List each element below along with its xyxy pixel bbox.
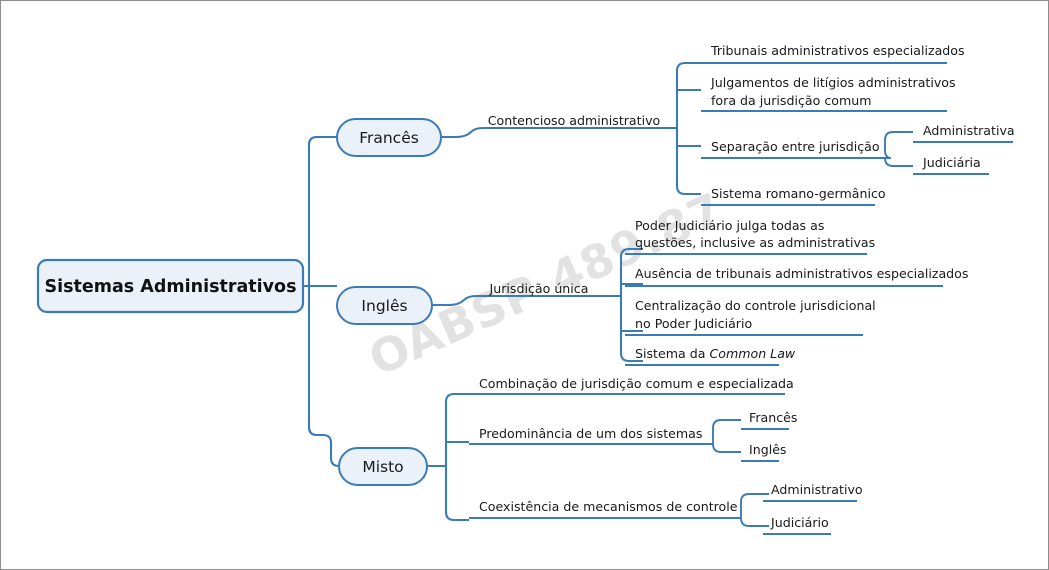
leaf-frances-3-child-2-label: Judiciária: [922, 155, 981, 170]
leaf-ingles-4[interactable]: Sistema da Common Law: [625, 346, 796, 367]
leaf-frances-2-line2: fora da jurisdição comum: [711, 93, 871, 108]
root-node[interactable]: Sistemas Administrativos: [36, 258, 305, 314]
edge-ingles-label: Jurisdição única: [489, 281, 589, 296]
leaf-frances-1[interactable]: Tribunais administrativos especializados: [701, 43, 965, 65]
leaf-frances-3-child-1[interactable]: Administrativa: [913, 123, 1015, 144]
subfork-misto-2-bottom: [712, 443, 741, 453]
subfork-misto-2-top: [712, 419, 741, 444]
leaf-frances-4-label: Sistema romano-germânico: [711, 186, 886, 201]
leaf-misto-3[interactable]: Coexistência de mecanismos de controle: [469, 499, 741, 520]
leaf-misto-2[interactable]: Predominância de um dos sistemas: [469, 426, 713, 446]
leaf-frances-3-label: Separação entre jurisdição: [711, 139, 880, 154]
root-node-label: Sistemas Administrativos: [45, 277, 297, 297]
leaf-ingles-3[interactable]: Centralização do controle jurisdicional …: [625, 298, 876, 337]
leaf-ingles-1-line1: Poder Judiciário julga todas as: [635, 218, 824, 233]
leaf-ingles-3-line2: no Poder Judiciário: [635, 316, 752, 331]
leaf-ingles-4-label: Sistema da Common Law: [635, 346, 796, 361]
trunk-branch-misto: [307, 426, 340, 468]
leaf-ingles-1-line2: questões, inclusive as administrativas: [635, 235, 875, 250]
subfork-misto-3-top: [740, 493, 769, 519]
leaf-misto-3-child-2[interactable]: Judiciário: [763, 515, 831, 536]
leaf-misto-2-child-2-label: Inglês: [749, 442, 787, 457]
fork-misto-spine: [444, 392, 469, 522]
fork-ingles-spine: [619, 247, 643, 363]
leaf-misto-3-child-1-label: Administrativo: [771, 482, 863, 497]
leaf-ingles-2[interactable]: Ausência de tribunais administrativos es…: [625, 266, 968, 288]
branch-ingles[interactable]: Inglês: [336, 286, 433, 325]
leaf-ingles-3-line1: Centralização do controle jurisdicional: [635, 298, 876, 313]
branch-frances-label: Francês: [359, 129, 419, 147]
leaf-misto-2-child-1-label: Francês: [749, 410, 797, 425]
leaf-misto-3-label: Coexistência de mecanismos de controle: [479, 499, 738, 514]
subfork-frances-3-bottom: [884, 157, 913, 167]
leaf-ingles-2-label: Ausência de tribunais administrativos es…: [635, 266, 968, 281]
branch-frances[interactable]: Francês: [336, 118, 442, 157]
leaf-frances-2-line1: Julgamentos de litígios administrativos: [710, 75, 956, 90]
leaf-misto-2-label: Predominância de um dos sistemas: [479, 426, 702, 441]
leaf-ingles-1[interactable]: Poder Judiciário julga todas as questões…: [625, 218, 875, 256]
leaf-frances-1-label: Tribunais administrativos especializados: [710, 43, 965, 58]
branch-misto-label: Misto: [362, 458, 403, 476]
edge-frances-line: [441, 126, 677, 139]
edge-frances-label: Contencioso administrativo: [488, 113, 661, 128]
leaf-misto-2-child-1[interactable]: Francês: [741, 410, 797, 431]
leaf-misto-1[interactable]: Combinação de jurisdição comum e especia…: [469, 376, 794, 396]
branch-ingles-label: Inglês: [361, 297, 407, 315]
fork-frances-spine: [675, 61, 701, 196]
leaf-misto-2-child-2[interactable]: Inglês: [741, 442, 787, 463]
subfork-misto-3-bottom: [740, 517, 769, 527]
leaf-frances-4[interactable]: Sistema romano-germânico: [701, 186, 886, 207]
leaf-ingles-4-italic: Common Law: [709, 346, 795, 361]
leaf-misto-1-label: Combinação de jurisdição comum e especia…: [479, 376, 794, 391]
leaf-ingles-4-prefix: Sistema da: [635, 346, 709, 361]
leaf-frances-2[interactable]: Julgamentos de litígios administrativos …: [701, 75, 956, 113]
leaf-frances-3[interactable]: Separação entre jurisdição: [701, 139, 885, 160]
branch-misto[interactable]: Misto: [338, 447, 428, 486]
leaf-misto-3-child-1[interactable]: Administrativo: [763, 482, 863, 503]
leaf-misto-3-child-2-label: Judiciário: [770, 515, 829, 530]
trunk-branch-frances: [307, 135, 329, 146]
edge-ingles-line: [432, 294, 621, 307]
subfork-frances-3-top: [884, 131, 913, 159]
leaf-frances-3-child-2[interactable]: Judiciária: [913, 155, 989, 176]
leaf-frances-3-child-1-label: Administrativa: [923, 123, 1015, 138]
